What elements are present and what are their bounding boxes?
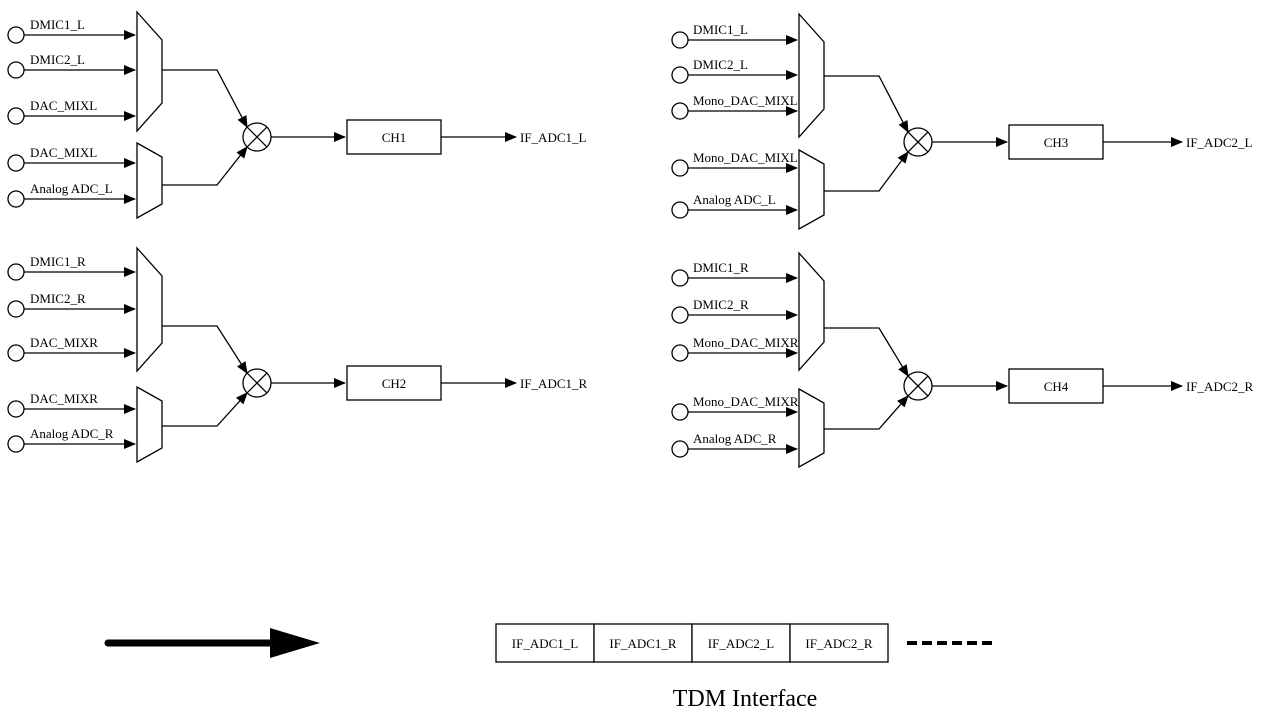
tdm-interface-title: TDM Interface — [673, 686, 818, 712]
mux-top-trapezoid — [136, 10, 163, 133]
tdm-slot-label: IF_ADC2_L — [708, 636, 775, 651]
input-terminal-circle — [671, 403, 689, 421]
signal-block-ch1: DMIC1_L DMIC2_L DAC_MIXL DAC_MIXL Analog ADC… — [7, 10, 587, 220]
mux-top-to-mixer-arrow — [162, 325, 248, 374]
mux-bottom-input-label: Analog ADC_L — [693, 192, 776, 207]
mux-bottom-trapezoid — [798, 148, 825, 231]
channel-box — [1008, 368, 1104, 404]
mux-bottom-to-mixer-arrow — [162, 146, 248, 186]
output-label: IF_ADC2_R — [1186, 379, 1254, 394]
mux-top-input-label: DMIC2_R — [30, 291, 86, 306]
channel-box — [346, 119, 442, 155]
mux-top-input-label: Mono_DAC_MIXR — [693, 335, 799, 350]
channel-box — [1008, 124, 1104, 160]
mux-bottom-input-label: DAC_MIXR — [30, 391, 98, 406]
output-label: IF_ADC1_R — [520, 376, 588, 391]
input-terminal-circle — [671, 344, 689, 362]
input-terminal-circle — [7, 300, 25, 318]
flow-arrow-head — [270, 628, 320, 658]
channel-label: CH4 — [1044, 379, 1069, 394]
tdm-slot-box — [495, 623, 595, 663]
mux-top-input-label: DMIC1_R — [30, 254, 86, 269]
tdm-slot-label: IF_ADC1_R — [609, 636, 677, 651]
tdm-slot-box — [691, 623, 791, 663]
mux-top-input-label: DMIC2_L — [30, 52, 85, 67]
input-terminal-circle — [7, 26, 25, 44]
mux-top-input-label: DMIC1_L — [693, 22, 748, 37]
input-terminal-circle — [671, 31, 689, 49]
mux-top-input-label: DMIC1_R — [693, 260, 749, 275]
mux-bottom-to-mixer-arrow — [824, 151, 909, 192]
input-terminal-circle — [671, 159, 689, 177]
mux-top-input-label: DMIC2_R — [693, 297, 749, 312]
channel-box — [346, 365, 442, 401]
mux-bottom-input-label: Mono_DAC_MIXL — [693, 150, 798, 165]
mux-bottom-trapezoid — [136, 141, 163, 220]
mux-top-to-mixer-arrow — [824, 75, 909, 133]
mixer-cross-line — [246, 126, 268, 148]
mux-bottom-trapezoid — [136, 385, 163, 464]
mux-top-input-label: Mono_DAC_MIXL — [693, 93, 798, 108]
mux-bottom-input-label: DAC_MIXL — [30, 145, 97, 160]
mixer-cross-line — [907, 131, 929, 153]
signal-blocks: DMIC1_L DMIC2_L DAC_MIXL DAC_MIXL Analog ADC… — [7, 10, 1254, 469]
input-terminal-circle — [7, 435, 25, 453]
input-terminal-circle — [671, 102, 689, 120]
mixer-cross-line — [246, 372, 268, 394]
signal-block-ch4: DMIC1_R DMIC2_R Mono_DAC_MIXR Mono_DAC_MIXR… — [671, 251, 1254, 469]
mux-bottom-trapezoid — [798, 387, 825, 469]
input-terminal-circle — [7, 344, 25, 362]
mux-top-input-label: DMIC1_L — [30, 17, 85, 32]
output-label: IF_ADC1_L — [520, 130, 587, 145]
input-terminal-circle — [671, 440, 689, 458]
tdm-section: IF_ADC1_L IF_ADC1_R IF_ADC2_L IF_ADC2_R TDM … — [104, 623, 997, 712]
input-terminal-circle — [671, 66, 689, 84]
mux-top-input-label: DMIC2_L — [693, 57, 748, 72]
mixer-cross-line — [907, 375, 929, 397]
tdm-slot-label: IF_ADC1_L — [512, 636, 579, 651]
mux-top-trapezoid — [136, 246, 163, 373]
mux-top-input-label: DAC_MIXR — [30, 335, 98, 350]
input-terminal-circle — [7, 400, 25, 418]
channel-label: CH2 — [382, 376, 407, 391]
mux-top-to-mixer-arrow — [824, 327, 909, 377]
channel-label: CH1 — [382, 130, 407, 145]
tdm-slot-box — [593, 623, 693, 663]
input-terminal-circle — [671, 306, 689, 324]
input-terminal-circle — [7, 107, 25, 125]
signal-block-ch2: DMIC1_R DMIC2_R DAC_MIXR DAC_MIXR Analog ADC… — [7, 246, 588, 464]
input-terminal-circle — [7, 263, 25, 281]
mux-bottom-input-label: Mono_DAC_MIXR — [693, 394, 799, 409]
tdm-slot-label: IF_ADC2_R — [805, 636, 873, 651]
input-terminal-circle — [7, 61, 25, 79]
mux-bottom-input-label: Analog ADC_L — [30, 181, 113, 196]
mux-bottom-to-mixer-arrow — [824, 395, 909, 430]
mux-top-to-mixer-arrow — [162, 69, 248, 128]
input-terminal-circle — [671, 269, 689, 287]
input-terminal-circle — [7, 190, 25, 208]
channel-label: CH3 — [1044, 135, 1069, 150]
mux-bottom-input-label: Analog ADC_R — [30, 426, 114, 441]
tdm-slot-box — [789, 623, 889, 663]
input-terminal-circle — [671, 201, 689, 219]
signal-block-ch3: DMIC1_L DMIC2_L Mono_DAC_MIXL Mono_DAC_MIXL… — [671, 12, 1253, 231]
output-label: IF_ADC2_L — [1186, 135, 1253, 150]
mux-bottom-input-label: Analog ADC_R — [693, 431, 777, 446]
mux-top-input-label: DAC_MIXL — [30, 98, 97, 113]
mux-top-trapezoid — [798, 12, 825, 139]
mux-bottom-to-mixer-arrow — [162, 392, 248, 427]
input-terminal-circle — [7, 154, 25, 172]
mux-top-trapezoid — [798, 251, 825, 372]
